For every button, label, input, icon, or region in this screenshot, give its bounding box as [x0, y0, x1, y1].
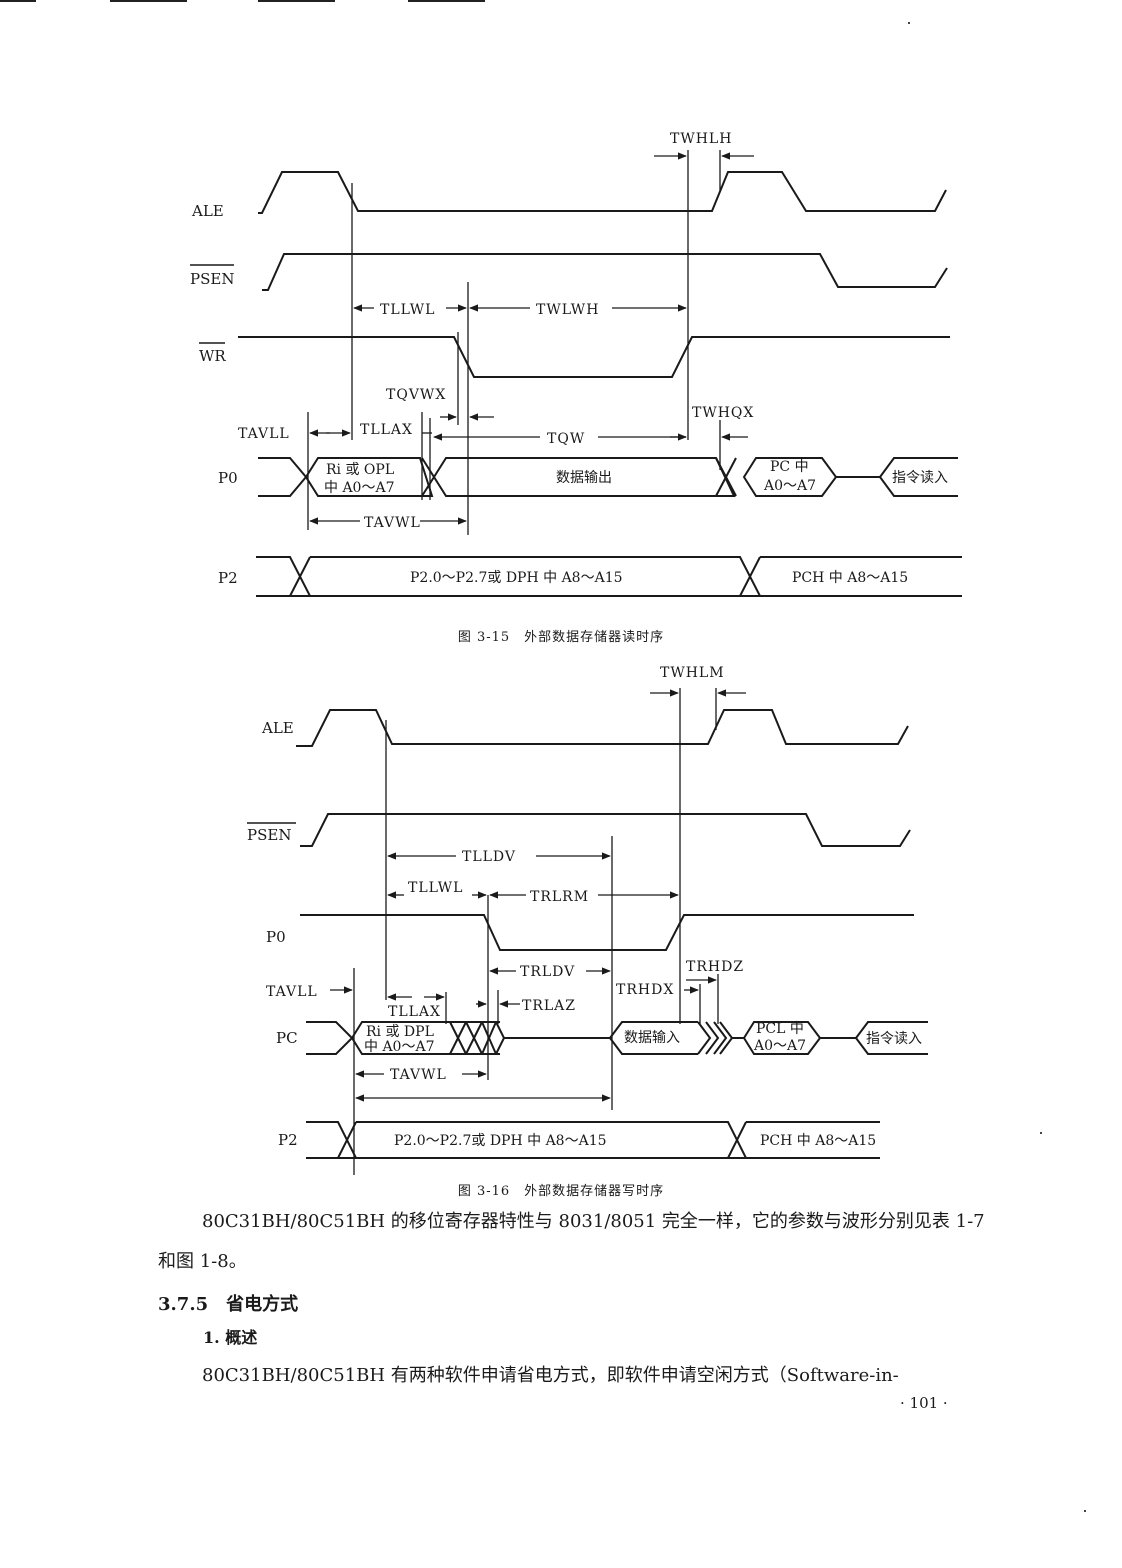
pc-data-hatch	[697, 1021, 734, 1055]
pc-instruction-text: 指令读入	[866, 1030, 922, 1047]
trlrm-label: TRLRM	[530, 889, 589, 905]
top-rule-3	[258, 0, 335, 2]
p2-pch-text: PCH 中 A8～A15	[792, 570, 908, 586]
tavwl-label: TAVWL	[390, 1067, 447, 1083]
p2-address-text: P2.0～P2.7或 DPH 中 A8～A15	[394, 1133, 607, 1149]
psen-waveform	[300, 813, 911, 847]
tavll-label: TAVLL	[266, 984, 318, 1000]
psen-label: PSEN	[190, 270, 234, 288]
pc-pcl-text-2: A0～A7	[753, 1038, 806, 1054]
figure-3-15-caption: 图 3-15 外部数据存储器读时序	[457, 630, 665, 645]
ale-waveform	[296, 709, 909, 747]
body-paragraph-1: 80C31BH/80C51BH 的移位寄存器特性与 8031/8051 完全一样…	[158, 1211, 985, 1272]
trhdx-label: TRHDX	[616, 982, 674, 998]
scan-speck	[1040, 1132, 1042, 1134]
pc-data-box	[609, 1021, 698, 1055]
pc-address-text-1: Ri 或 DPL	[366, 1024, 434, 1040]
p2-address-box	[356, 1121, 748, 1159]
trldv-label: TRLDV	[520, 964, 575, 980]
figure-3-15: ALE PSEN WR P0 P2 TWHLH TLLWL TWLWH TQVW…	[0, 110, 1122, 610]
p0-pc-text-2: A0～A7	[763, 478, 816, 494]
p0-instruction-text: 指令读入	[892, 469, 948, 486]
timing-diagram-3-16: ALE PSEN P0 PC P2 TWHLM TLLDV TLLWL TRLR…	[247, 665, 928, 1175]
twhqx-label: TWHQX	[692, 405, 754, 421]
pc-data-text: 数据输入	[624, 1030, 680, 1046]
wr-waveform	[238, 336, 950, 378]
p2-address-text: P2.0～P2.7或 DPH 中 A8～A15	[410, 570, 623, 586]
ale-waveform	[258, 171, 947, 214]
ale-label: ALE	[261, 719, 294, 737]
tllax-label: TLLAX	[388, 1004, 441, 1020]
ale-label: ALE	[191, 202, 224, 220]
p0-bus	[258, 457, 308, 497]
sub-heading: 1. 概述	[203, 1328, 258, 1347]
p0-address-text-2: 中 A0～A7	[324, 480, 395, 496]
p0-address-box	[304, 457, 434, 497]
tllax-label: TLLAX	[360, 422, 413, 438]
section-heading: 3.7.5 省电方式	[158, 1294, 299, 1315]
page-number: · 101 ·	[900, 1394, 948, 1412]
tqw-label: TQW	[547, 431, 585, 447]
figure-3-16-caption: 图 3-16 外部数据存储器写时序	[457, 1184, 665, 1199]
p2-pch-box	[760, 556, 962, 597]
scan-speck	[908, 22, 910, 24]
wr-label: WR	[199, 347, 226, 365]
pc-hatch	[449, 1021, 506, 1055]
body-paragraph-2: 80C31BH/80C51BH 有两种软件申请省电方式，即软件申请空闲方式（So…	[202, 1365, 899, 1386]
p2-pch-box	[746, 1121, 880, 1159]
top-rule-4	[408, 0, 485, 2]
twhlh-label: TWHLH	[670, 131, 732, 147]
top-rule-1	[0, 0, 36, 2]
p0-label: P0	[218, 469, 238, 487]
timing-diagram-3-15: ALE PSEN WR P0 P2 TWHLH TLLWL TWLWH TQVW…	[190, 131, 962, 597]
tllwl-label: TLLWL	[380, 302, 435, 318]
top-rule-2	[110, 0, 187, 2]
tqvwx-label: TQVWX	[386, 387, 446, 403]
pc-address-box	[351, 1021, 450, 1055]
pc-bus	[306, 1021, 354, 1055]
p0-address-text-1: Ri 或 OPL	[326, 462, 394, 478]
trhdz-label: TRHDZ	[686, 959, 744, 975]
pc-instruction-box	[855, 1021, 928, 1055]
psen-waveform	[262, 253, 948, 291]
p2-address-box	[310, 556, 762, 597]
p0-pc-text-1: PC 中	[770, 459, 809, 475]
tavwl-label: TAVWL	[364, 515, 421, 531]
p2-label: P2	[278, 1131, 298, 1149]
p0-label: P0	[266, 928, 286, 946]
twhlm-label: TWHLM	[660, 665, 725, 681]
p0-transition-x	[715, 457, 737, 497]
pc-label: PC	[276, 1029, 298, 1047]
scan-speck	[1084, 1510, 1086, 1512]
p0-instruction-box	[879, 457, 958, 497]
tllwl-label: TLLWL	[408, 880, 463, 896]
p2-bus	[306, 1121, 358, 1159]
pc-address-text-2: 中 A0～A7	[364, 1039, 435, 1055]
p0-waveform	[300, 914, 914, 951]
p2-pch-text: PCH 中 A8～A15	[760, 1133, 876, 1149]
figure-3-16: ALE PSEN P0 PC P2 TWHLM TLLDV TLLWL TRLR…	[0, 655, 1122, 1175]
p2-label: P2	[218, 569, 238, 587]
p2-bus	[256, 556, 312, 597]
p0-data-text: 数据输出	[556, 470, 612, 486]
tavll-label: TAVLL	[238, 426, 290, 442]
twlwh-label: TWLWH	[536, 302, 599, 318]
tlldv-label: TLLDV	[462, 849, 516, 865]
trlaz-label: TRLAZ	[522, 998, 576, 1014]
psen-label: PSEN	[247, 826, 291, 844]
pc-pcl-text-1: PCL 中	[756, 1021, 804, 1037]
